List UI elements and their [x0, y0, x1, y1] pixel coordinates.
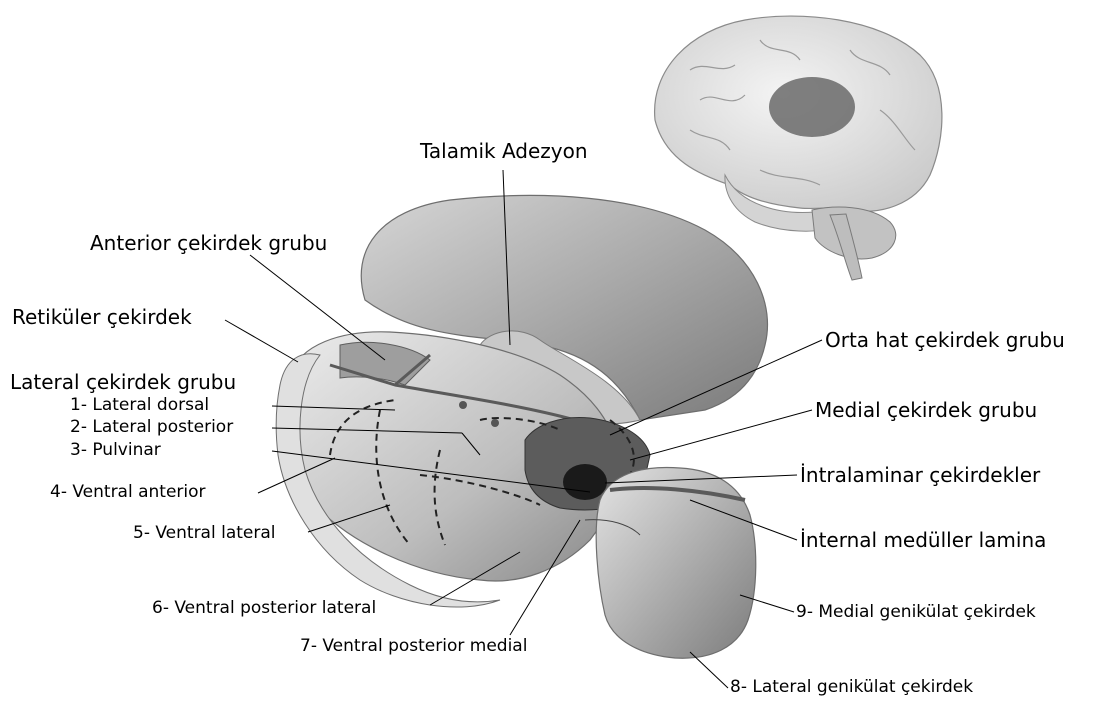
- label-ventral-posterior-lateral: 6- Ventral posterior lateral: [152, 600, 376, 617]
- label-anterior-grubu: Anterior çekirdek grubu: [90, 233, 327, 253]
- label-ventral-posterior-medial: 7- Ventral posterior medial: [300, 638, 527, 655]
- label-lateral-dorsal: 1- Lateral dorsal: [70, 397, 209, 414]
- adhesion-dot-1: [459, 401, 467, 409]
- label-medial-genikulat: 9- Medial genikülat çekirdek: [796, 604, 1036, 621]
- label-retikuler: Retiküler çekirdek: [12, 307, 192, 327]
- label-lateral-posterior: 2- Lateral posterior: [70, 419, 233, 436]
- label-lateral-genikulat: 8- Lateral genikülat çekirdek: [730, 679, 973, 696]
- label-orta-hat: Orta hat çekirdek grubu: [825, 330, 1065, 350]
- label-medial-grubu: Medial çekirdek grubu: [815, 400, 1037, 420]
- thalamus-structure: [276, 195, 767, 658]
- label-talamik-adezyon: Talamik Adezyon: [420, 141, 588, 161]
- label-internal-meduller: İnternal medüller lamina: [800, 530, 1046, 550]
- adhesion-dot-2: [491, 419, 499, 427]
- brain-thalamus-highlight: [769, 77, 855, 137]
- leader-retikuler: [225, 320, 298, 362]
- label-ventral-anterior: 4- Ventral anterior: [50, 484, 206, 501]
- leader-8: [690, 652, 728, 688]
- intralaminar-dark: [563, 464, 607, 500]
- label-pulvinar: 3- Pulvinar: [70, 442, 161, 459]
- label-lateral-grubu: Lateral çekirdek grubu: [10, 372, 236, 392]
- label-ventral-lateral: 5- Ventral lateral: [133, 525, 276, 542]
- label-intralaminar: İntralaminar çekirdekler: [800, 465, 1040, 485]
